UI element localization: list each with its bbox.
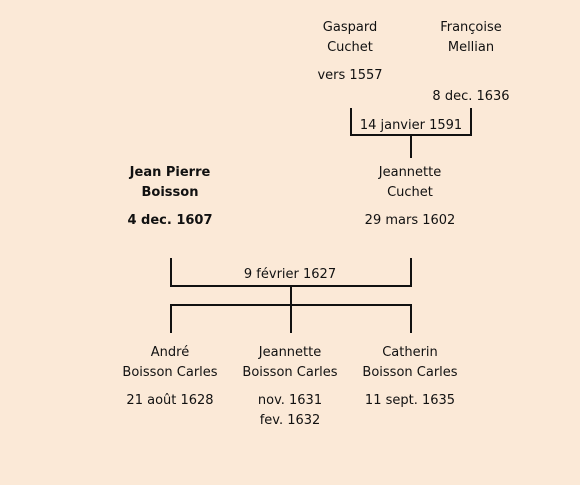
person-last-name: Boisson Carles — [122, 365, 218, 380]
person-birth-date: 4 dec. 1607 — [127, 213, 213, 228]
person-catherin-boisson-carles: Catherin Boisson Carles 11 sept. 1635 — [340, 343, 480, 411]
person-first-name: Jeannette — [378, 165, 442, 180]
person-birth-date: 29 mars 1602 — [364, 213, 456, 228]
person-first-name: Jean Pierre — [129, 165, 211, 180]
person-jeannette-boisson-carles: Jeannette Boisson Carles nov. 1631 fev. … — [220, 343, 360, 431]
person-birth-date: vers 1557 — [317, 68, 383, 83]
person-last-name: Mellian — [447, 40, 495, 55]
person-death-date: 8 dec. 1636 — [432, 89, 510, 104]
person-last-name: Boisson Carles — [362, 365, 458, 380]
person-first-name: André — [150, 345, 190, 360]
person-first-name: Catherin — [382, 345, 438, 360]
person-first-name: Jeannette — [258, 345, 322, 360]
person-birth-date: nov. 1631 — [257, 393, 323, 408]
person-death-date: fev. 1632 — [259, 413, 321, 428]
person-birth-date: 21 août 1628 — [126, 393, 214, 408]
person-first-name: Gaspard — [322, 20, 378, 35]
person-last-name: Cuchet — [387, 185, 433, 200]
person-first-name: Françoise — [440, 20, 502, 35]
person-jean-pierre-boisson: Jean Pierre Boisson 4 dec. 1607 — [100, 163, 240, 231]
person-last-name: Boisson — [141, 185, 199, 200]
marriage-date-2: 9 février 1627 — [243, 267, 337, 282]
person-jeannette-cuchet: Jeannette Cuchet 29 mars 1602 — [340, 163, 480, 231]
marriage-date-1: 14 janvier 1591 — [359, 118, 463, 133]
person-andre-boisson-carles: André Boisson Carles 21 août 1628 — [100, 343, 240, 411]
person-birth-date: 11 sept. 1635 — [364, 393, 456, 408]
person-gaspard-cuchet: Gaspard Cuchet vers 1557 — [280, 18, 420, 86]
person-last-name: Boisson Carles — [242, 365, 338, 380]
person-last-name: Cuchet — [327, 40, 373, 55]
person-francoise-mellian: Françoise Mellian 8 dec. 1636 — [401, 18, 541, 107]
